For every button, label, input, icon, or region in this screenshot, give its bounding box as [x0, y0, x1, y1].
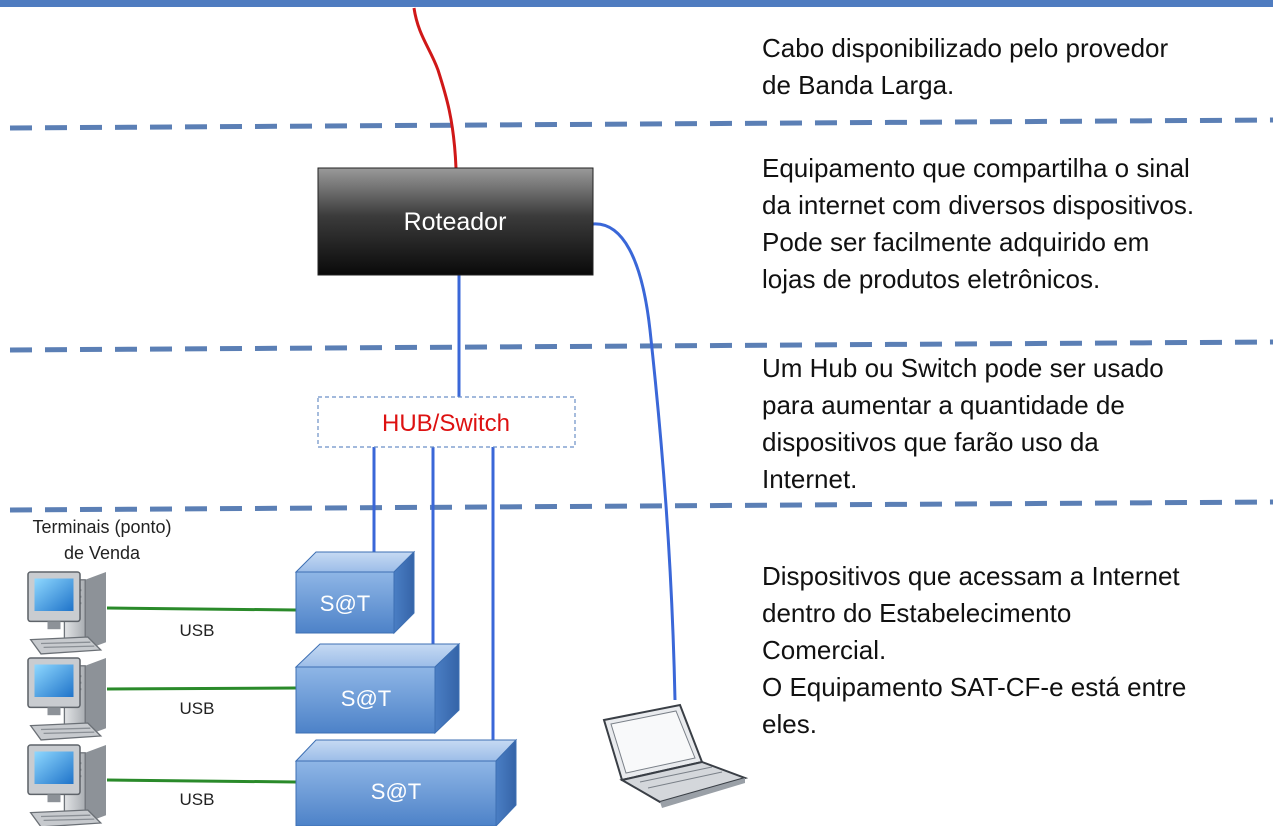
separator-2	[9, 339, 1273, 353]
sat-label-1: S@T	[320, 591, 370, 616]
terminal-pc-1-icon	[27, 571, 107, 655]
usb-cable-3	[106, 778, 297, 784]
usb-cable-1	[106, 606, 297, 612]
hub-switch: HUB/Switch	[317, 396, 576, 448]
laptop-icon	[602, 703, 749, 808]
separator-3	[9, 499, 1273, 513]
usb-cable-2	[106, 686, 297, 691]
sat-device-1: S@T	[294, 550, 416, 635]
terminals-label: Terminais (ponto) de Venda	[32, 517, 172, 563]
separator-1	[9, 117, 1273, 131]
description-router: Equipamento que compartilha o sinal da i…	[762, 153, 1195, 294]
router-to-laptop-cable	[592, 222, 677, 701]
terminal-pc-3-icon	[27, 744, 107, 826]
top-band	[0, 0, 1273, 7]
sat-device-3: S@T	[294, 738, 518, 826]
router: Roteador	[317, 167, 594, 276]
sat-label-3: S@T	[371, 779, 421, 804]
sat-device-2: S@T	[294, 642, 461, 735]
hub-label: HUB/Switch	[382, 410, 510, 437]
usb-label-1: USB	[180, 621, 215, 640]
description-hub-switch: Um Hub ou Switch pode ser usado para aum…	[762, 353, 1164, 494]
sat-label-2: S@T	[341, 686, 391, 711]
router-label: Roteador	[404, 208, 507, 236]
usb-label-3: USB	[180, 790, 215, 809]
description-devices: Dispositivos que acessam a Internet dent…	[762, 561, 1187, 739]
terminal-pc-2-icon	[27, 657, 107, 741]
description-broadband-cable: Cabo disponibilizado pelo provedor de Ba…	[762, 33, 1169, 100]
internet-cable	[412, 7, 458, 169]
usb-label-2: USB	[180, 699, 215, 718]
